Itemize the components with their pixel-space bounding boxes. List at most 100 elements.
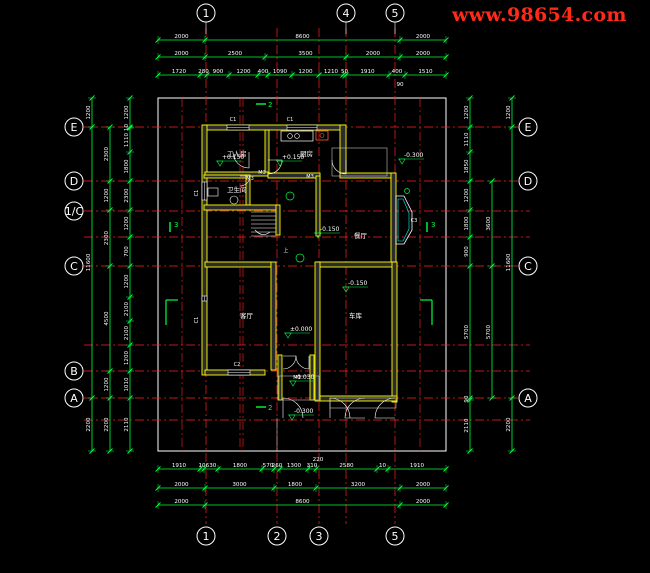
dim-top-row3-text: 50 xyxy=(341,69,349,75)
dim-bottom-row2-text: 1800 xyxy=(288,482,303,488)
wall-bath-north xyxy=(203,174,249,179)
level-kitchen: +0.150 xyxy=(282,154,304,161)
axis-bubble-left-circle xyxy=(64,117,84,137)
wall-living-north xyxy=(204,261,272,268)
axis-bubble-bottom-circle xyxy=(196,526,216,546)
garage-door-arc xyxy=(374,397,396,419)
dim-right-outer-text: 11600 xyxy=(506,253,512,271)
label-up: 上 xyxy=(283,247,288,254)
axis-bubble-bottom: 5 xyxy=(392,530,399,543)
dim-top-row3-text: 900 xyxy=(213,69,224,75)
axis-bubble-top: 4 xyxy=(343,7,350,20)
axis-bubble-left-circle xyxy=(64,388,84,408)
section-mark-bottom-label: 2 xyxy=(268,404,272,412)
wall-west xyxy=(201,124,208,376)
door-kitchen xyxy=(267,159,283,175)
label-m3: M3 xyxy=(258,170,266,176)
axis-bubble-left: C xyxy=(70,260,78,273)
garage-apron xyxy=(329,397,397,409)
dim-bottom-row2-text: 3000 xyxy=(232,482,247,488)
level-porch: -0.030 xyxy=(295,374,315,381)
dim-left-inner-text: 2110 xyxy=(124,417,130,432)
dim-top-row1-text: 8600 xyxy=(295,34,310,40)
wall-hall-west xyxy=(270,261,277,371)
axis-bubble-top-circle xyxy=(196,3,216,23)
dim-right-mid-text: 3600 xyxy=(486,216,492,231)
level-living: ±0.000 xyxy=(290,326,312,333)
dim-left-mid-text: 1200 xyxy=(104,188,110,203)
dim-left-outer-text: 11600 xyxy=(86,253,92,271)
floor-drain xyxy=(295,253,305,263)
dim-left-inner-text: 1200 xyxy=(124,216,130,231)
dim-bottom-row3-text: 2000 xyxy=(174,499,189,505)
porch-outline xyxy=(278,375,320,401)
axis-bubble-right-circle xyxy=(518,117,538,137)
bay-window-inner xyxy=(397,198,410,242)
dim-right-inner-text: 900 xyxy=(464,246,470,257)
stair-arrow xyxy=(254,229,271,235)
door-entry-left xyxy=(282,355,297,370)
level-garage: -0.150 xyxy=(348,280,368,287)
level-terrace-marker xyxy=(398,158,406,165)
sink-basin xyxy=(319,133,325,138)
dim-bottom-row3-text: 2000 xyxy=(416,499,431,505)
dim-top-small: 90 xyxy=(396,82,404,88)
wall-garage-west xyxy=(314,261,321,402)
washbasin xyxy=(229,195,239,205)
dim-top-row2-text: 2000 xyxy=(174,51,189,57)
dim-top-row3-text: 1720 xyxy=(172,69,187,75)
dim-left-mid-text: 2300 xyxy=(104,146,110,161)
dim-bottom-row1-text: 1800 xyxy=(233,463,248,469)
dim-left-mid-text: 1200 xyxy=(104,377,110,392)
dim-top-row2-text: 3500 xyxy=(298,51,313,57)
toilet xyxy=(207,187,219,197)
dim-bottom-row1-text: 1910 xyxy=(172,463,187,469)
stove-burner xyxy=(287,133,293,139)
section-mark-right-label: 3 xyxy=(431,221,435,229)
dim-right-inner-text: 1850 xyxy=(464,159,470,174)
dim-left-inner-text: 2100 xyxy=(124,325,130,340)
door-entry-right xyxy=(295,355,310,370)
level-terrace: -0.300 xyxy=(404,152,424,159)
wall-dining-south xyxy=(316,261,397,268)
site-boundary xyxy=(157,97,447,452)
label-c2: C2 xyxy=(234,362,241,368)
level-entry: -0.300 xyxy=(294,408,314,415)
label-c1-west: C1 xyxy=(194,317,200,324)
dim-right-inner-text: 1110 xyxy=(464,132,470,147)
wall-garage-south xyxy=(316,395,398,402)
label-m3: M3 xyxy=(306,174,314,180)
dim-right-inner-text: 90 xyxy=(464,395,470,403)
floor-drain xyxy=(285,191,295,201)
axis-bubble-right-circle xyxy=(518,388,538,408)
axis-bubble-right: E xyxy=(525,121,532,134)
axis-bubble-left-circle xyxy=(64,171,84,191)
axis-bubble-bottom-circle xyxy=(385,526,405,546)
axis-bubble-bottom-circle xyxy=(309,526,329,546)
dim-bottom-row2-text: 2000 xyxy=(416,482,431,488)
axis-bubble-left-circle xyxy=(64,201,84,221)
dim-left-mid-text: 2300 xyxy=(104,230,110,245)
dim-right-mid-text: 5700 xyxy=(486,324,492,339)
dim-top-row3-text: 1090 xyxy=(273,69,288,75)
wall-porch-west xyxy=(277,354,283,401)
dim-top-row2-text: 2000 xyxy=(366,51,381,57)
room-garage: 车库 xyxy=(349,311,363,320)
wall-kitchen-east xyxy=(339,124,347,178)
dim-bottom-row1-text: 10 xyxy=(379,463,387,469)
axis-bubble-bottom: 1 xyxy=(203,530,210,543)
dim-left-mid-text: 2200 xyxy=(104,417,110,432)
dim-left-inner-text: 1110 xyxy=(124,132,130,147)
dim-top-row3-text: 1910 xyxy=(360,69,375,75)
dim-right-inner-text: 5700 xyxy=(464,324,470,339)
wall-north xyxy=(204,124,347,131)
dim-left-outer-text: 2200 xyxy=(86,417,92,432)
dim-top-row1-text: 2000 xyxy=(416,34,431,40)
room-dining: 餐厅 xyxy=(354,231,368,240)
axis-bubble-right: C xyxy=(524,260,532,273)
dim-right-inner-text: 1200 xyxy=(464,188,470,203)
axis-bubble-top-circle xyxy=(385,3,405,23)
dim-left-inner-text: 700 xyxy=(124,246,130,257)
bay-window xyxy=(395,195,413,245)
